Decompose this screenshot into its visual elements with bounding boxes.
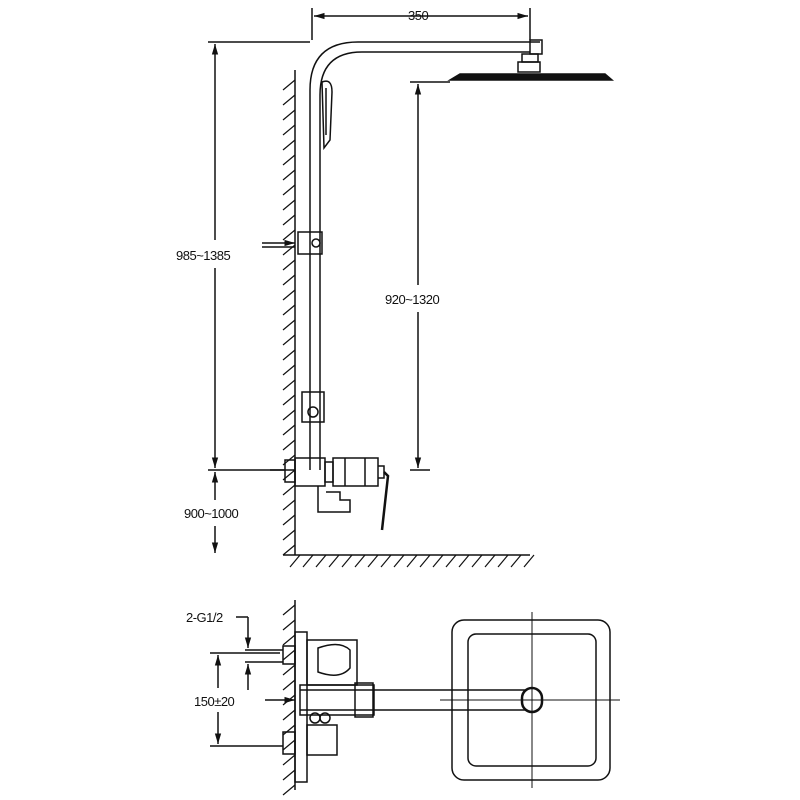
dimension-inlet: 2-G1/2 xyxy=(186,610,252,690)
dimension-arm: 350 xyxy=(311,8,531,40)
hatch-line xyxy=(282,79,296,91)
rain-shower-head xyxy=(447,73,615,81)
hatch-line xyxy=(406,554,418,568)
hatch-line xyxy=(393,554,405,568)
hatch-line xyxy=(282,784,296,796)
hatch-line xyxy=(282,289,296,301)
hand-shower xyxy=(321,80,333,151)
hatch-line xyxy=(523,554,535,568)
hatch-line xyxy=(282,514,296,526)
hatch-line xyxy=(282,349,296,361)
diverter xyxy=(301,391,325,423)
floor xyxy=(283,554,535,568)
hatch-line xyxy=(282,664,296,676)
hatch-line xyxy=(432,554,444,568)
hatch-line xyxy=(282,619,296,631)
square-head-plan xyxy=(440,612,620,788)
hatch-line xyxy=(282,544,296,556)
hatch-line xyxy=(282,754,296,766)
wall-plan xyxy=(282,600,296,796)
hatch-line xyxy=(282,334,296,346)
hatch-line xyxy=(289,554,301,568)
arm-length-label: 350 xyxy=(408,8,428,23)
hatch-line xyxy=(282,184,296,196)
hatch-line xyxy=(282,304,296,316)
hatch-line xyxy=(282,499,296,511)
hatch-line xyxy=(282,634,296,646)
plan-view: 2-G1/2 150±20 xyxy=(186,600,620,796)
hatch-line xyxy=(282,394,296,406)
hatch-line xyxy=(282,604,296,616)
dimension-total-height: 985~1385 xyxy=(176,41,310,468)
hatch-line xyxy=(282,214,296,226)
hatch-line xyxy=(458,554,470,568)
hatch-line xyxy=(484,554,496,568)
head-to-valve-label: 920~1320 xyxy=(385,292,439,307)
dimension-head-to-valve: 920~1320 xyxy=(385,81,450,471)
hatch-line xyxy=(282,259,296,271)
hatch-line xyxy=(282,439,296,451)
hatch-line xyxy=(282,154,296,166)
hatch-line xyxy=(282,739,296,751)
mixer-plan xyxy=(245,631,358,783)
hatch-line xyxy=(315,554,327,568)
hatch-line xyxy=(341,554,353,568)
hatch-line xyxy=(328,554,340,568)
hatch-line xyxy=(282,319,296,331)
hatch-line xyxy=(445,554,457,568)
hatch-line xyxy=(380,554,392,568)
hatch-line xyxy=(282,409,296,421)
hatch-line xyxy=(282,424,296,436)
hatch-line xyxy=(282,139,296,151)
hatch-line xyxy=(282,94,296,106)
hatch-line xyxy=(282,274,296,286)
hatch-line xyxy=(282,229,296,241)
hatch-line xyxy=(282,769,296,781)
hatch-line xyxy=(282,649,296,661)
hatch-line xyxy=(282,529,296,541)
riser-pipe xyxy=(309,39,543,470)
hatch-line xyxy=(419,554,431,568)
hatch-line xyxy=(282,679,296,691)
hatch-line xyxy=(282,169,296,181)
hatch-line xyxy=(302,554,314,568)
total-height-label: 985~1385 xyxy=(176,248,230,263)
hatch-line xyxy=(282,124,296,136)
valve-height-label: 900~1000 xyxy=(184,506,238,521)
hatch-line xyxy=(510,554,522,568)
arm-plan xyxy=(299,682,526,718)
dimension-inlet-spacing: 150±20 xyxy=(194,652,283,747)
hatch-line xyxy=(282,109,296,121)
wall-bracket xyxy=(262,231,323,255)
hatch-line xyxy=(471,554,483,568)
dimension-valve-height: 900~1000 xyxy=(184,469,285,553)
hatch-line xyxy=(354,554,366,568)
hatch-line xyxy=(282,724,296,736)
inlet-spacing-label: 150±20 xyxy=(194,694,235,709)
hatch-line xyxy=(367,554,379,568)
elevation-view: 350 985~1385 900~1000 920~1320 xyxy=(176,8,615,568)
mixer-valve xyxy=(270,457,390,531)
hatch-line xyxy=(282,379,296,391)
hatch-line xyxy=(282,484,296,496)
hatch-line xyxy=(282,709,296,721)
hatch-line xyxy=(282,364,296,376)
hatch-line xyxy=(497,554,509,568)
hatch-line xyxy=(282,199,296,211)
inlet-label: 2-G1/2 xyxy=(186,610,223,625)
